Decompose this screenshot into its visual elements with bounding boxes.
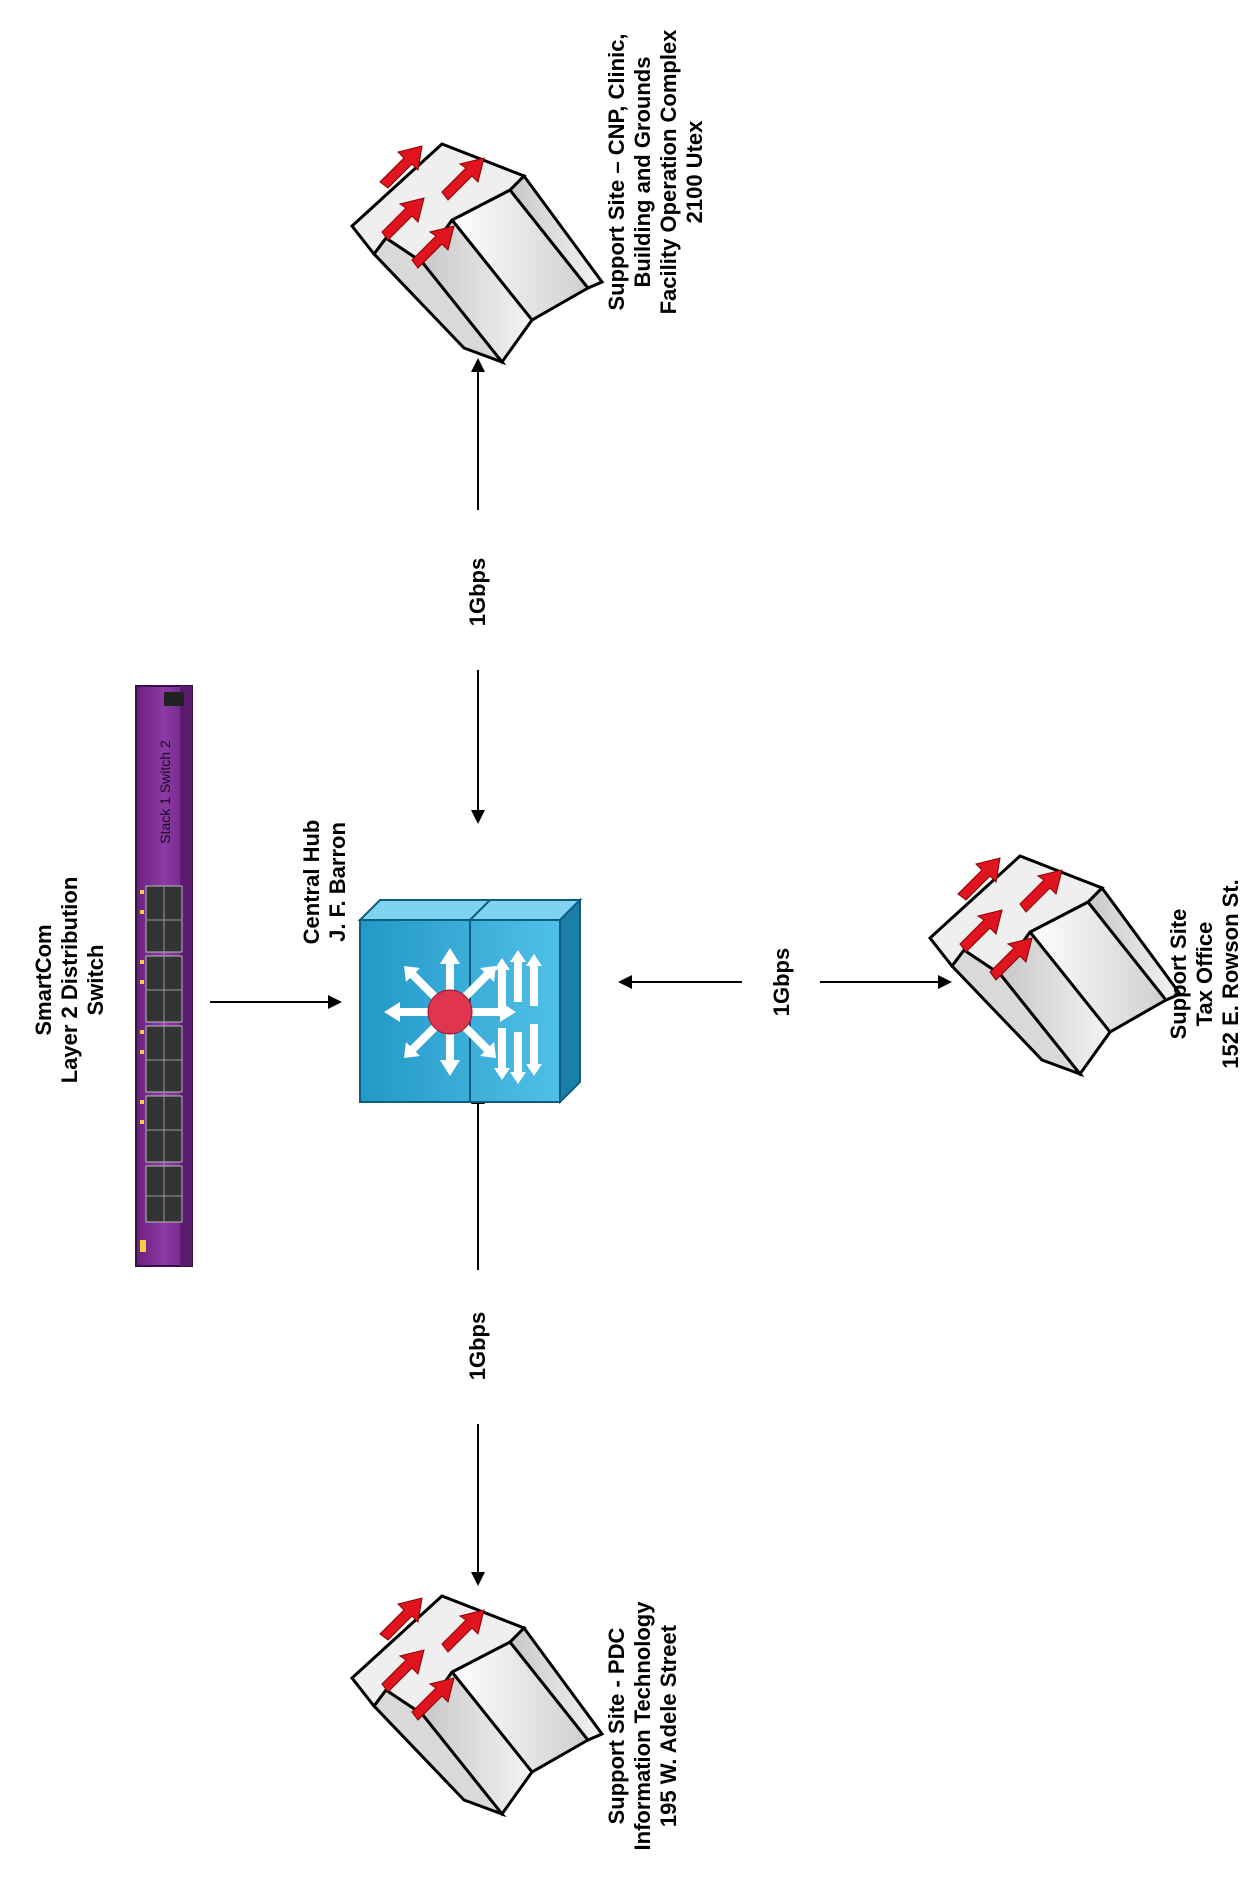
switch-icon (350, 142, 604, 364)
switch-icon (928, 854, 1182, 1076)
link-speed-label: 1Gbps (465, 557, 490, 627)
stacked-switch-icon (135, 685, 193, 1267)
device-stack-label: Stack 1 Switch 2 (157, 740, 173, 844)
hub-label: Central Hub J. F. Barron (299, 819, 350, 945)
cnp-site-label: Support Site – CNP, Clinic, Building and… (604, 29, 707, 315)
link-speed-label: 1Gbps (769, 947, 794, 1017)
tax-site-label: Support Site Tax Office 152 E. Rowson St… (1166, 879, 1243, 1069)
link-speed-label: 1Gbps (465, 1311, 490, 1381)
layer3-switch-icon (357, 897, 583, 1105)
pdc-site-label: Support Site - PDC Information Technolog… (604, 1601, 681, 1851)
switch-icon (350, 1594, 604, 1816)
smartcom-label: SmartCom Layer 2 Distribution Switch (31, 876, 108, 1084)
